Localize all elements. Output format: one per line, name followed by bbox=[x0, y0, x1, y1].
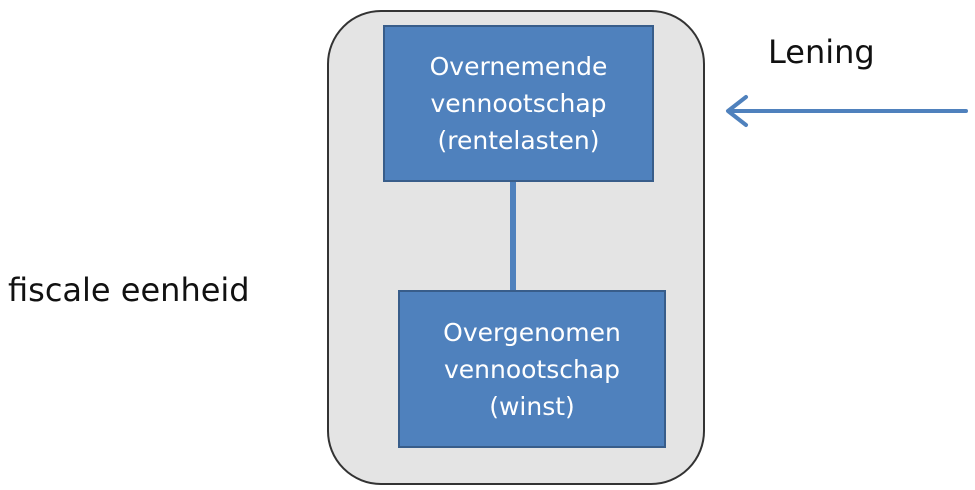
fiscal-unit-label: fiscale eenheid bbox=[8, 271, 250, 309]
acquired-company-line-2: vennootschap bbox=[443, 354, 621, 384]
loan-arrow-icon bbox=[726, 95, 968, 127]
acquiring-company-line-3: (rentelasten) bbox=[437, 126, 600, 155]
acquiring-company-line-1: Overnemende bbox=[429, 52, 608, 81]
acquiring-company-line-2: vennootschap bbox=[430, 89, 607, 118]
loan-arrow-head bbox=[726, 95, 748, 127]
acquired-company-box: Overgenomen vennootschap (winst) bbox=[398, 290, 666, 448]
acquiring-company-box: Overnemende vennootschap (rentelasten) bbox=[383, 25, 654, 182]
acquired-company-line-3: (winst) bbox=[489, 391, 575, 421]
connector-line bbox=[510, 182, 516, 290]
loan-label: Lening bbox=[768, 33, 875, 71]
acquired-company-line-1: Overgenomen bbox=[443, 317, 621, 347]
